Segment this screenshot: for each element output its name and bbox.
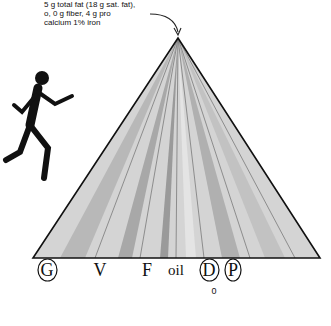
food-group-letter: D: [203, 261, 216, 279]
pyramid-outline: [33, 38, 320, 258]
food-group-letter: G: [41, 261, 54, 279]
food-group-letter: F: [142, 261, 152, 279]
food-group-letter: P: [228, 261, 238, 279]
food-group-letter: 0: [211, 287, 216, 296]
nutrition-text: o, 0 g fiber, 4 g pro: [44, 10, 111, 18]
pointer-arrow: [150, 14, 178, 32]
nutrition-text: 5 g total fat (18 g sat. fat),: [44, 1, 135, 9]
circled-letter: D: [199, 258, 220, 282]
circle-outline: [38, 259, 57, 281]
nutrition-text: calcium 1% iron: [44, 19, 100, 27]
circle-outline: [200, 259, 219, 281]
circled-letter: P: [224, 258, 242, 282]
food-group-letter: V: [94, 261, 107, 279]
circle-outline: [225, 259, 241, 281]
circled-letter: G: [37, 258, 58, 282]
food-group-letter: oil: [168, 263, 184, 278]
runner-figure: [6, 71, 72, 178]
arrow-head: [174, 28, 181, 35]
